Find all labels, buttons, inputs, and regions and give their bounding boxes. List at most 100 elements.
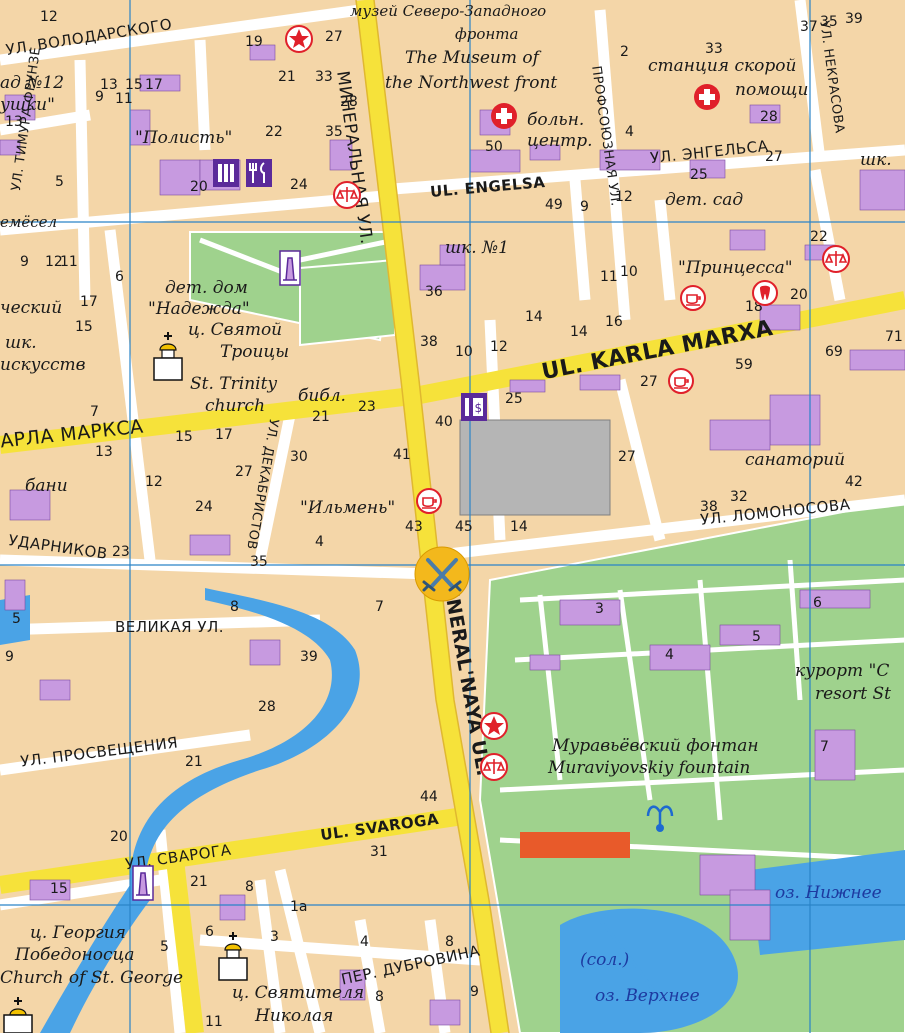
- house-number: 8: [375, 989, 384, 1005]
- house-number: 21: [312, 409, 330, 425]
- house-number: 15: [175, 429, 193, 445]
- house-number: 37: [800, 19, 818, 35]
- house-number: 28: [258, 699, 276, 715]
- house-number: 21: [278, 69, 296, 85]
- museum-label-en-2: the Northwest front: [385, 73, 558, 93]
- first-aid-icon-ambulance[interactable]: [693, 83, 721, 111]
- george-church-label-1: ц. Георгия: [30, 923, 126, 943]
- court-scales-icon-3[interactable]: [480, 753, 508, 781]
- house-number: 45: [455, 519, 473, 535]
- church-icon[interactable]: [150, 330, 186, 382]
- george-church-label-2: Победоносца: [15, 945, 135, 965]
- house-number: 11: [600, 269, 618, 285]
- house-number: 24: [195, 499, 213, 515]
- trinity-label-ru-1: ц. Святой: [188, 320, 283, 340]
- house-number: 13: [95, 444, 113, 460]
- fountain-icon[interactable]: [642, 798, 678, 834]
- lake-lower-label: оз. Нижнее: [775, 883, 882, 903]
- hotel-building-icon[interactable]: [212, 158, 240, 188]
- house-number: 16: [605, 314, 623, 330]
- house-number: 40: [435, 414, 453, 430]
- church-icon-3[interactable]: [0, 995, 36, 1033]
- house-number: 11: [205, 1014, 223, 1030]
- house-number: 39: [300, 649, 318, 665]
- house-number: 15: [50, 881, 68, 897]
- house-number: 15: [75, 319, 93, 335]
- bank-icon[interactable]: $: [460, 392, 488, 422]
- red-building: [520, 832, 630, 858]
- sanatorium-label: санаторий: [745, 450, 846, 470]
- house-number: 23: [112, 544, 130, 560]
- house-number: 35: [820, 14, 838, 30]
- house-number: 25: [505, 391, 523, 407]
- house-number: 6: [115, 269, 124, 285]
- house-number: 69: [825, 344, 843, 360]
- house-number: 31: [370, 844, 388, 860]
- school-label-right: шк.: [860, 150, 892, 170]
- house-number: 13: [100, 77, 118, 93]
- house-number: 4: [315, 534, 324, 550]
- house-number: 32: [730, 489, 748, 505]
- museum-star-icon-2[interactable]: [480, 712, 508, 740]
- house-number: 9: [20, 254, 29, 270]
- house-number: 59: [735, 357, 753, 373]
- ambulance-label-2: помощи: [735, 80, 809, 100]
- trinity-label-en-1: St. Trinity: [190, 374, 278, 394]
- ambulance-label-1: станция скорой: [648, 56, 797, 76]
- art-school-label-1: шк.: [5, 333, 37, 353]
- house-number: 35: [250, 554, 268, 570]
- house-number: 22: [810, 229, 828, 245]
- house-number: 22: [265, 124, 283, 140]
- art-school-label-2: искусств: [0, 355, 86, 375]
- house-number: 39: [845, 11, 863, 27]
- house-number: 41: [393, 447, 411, 463]
- fountain-label-ru: Муравьёвский фонтан: [552, 736, 759, 756]
- house-number: 7: [820, 739, 829, 755]
- court-scales-icon[interactable]: [333, 181, 361, 209]
- house-number: 27: [325, 29, 343, 45]
- museum-star-icon[interactable]: [285, 25, 313, 53]
- house-number: 33: [315, 69, 333, 85]
- trinity-label-ru-2: Троицы: [220, 342, 290, 362]
- house-number: 11: [115, 91, 133, 107]
- dentist-tooth-icon[interactable]: [752, 280, 778, 306]
- house-number: 27: [235, 464, 253, 480]
- house-number: 20: [190, 179, 208, 195]
- house-number: 28: [760, 109, 778, 125]
- house-number: 17: [215, 427, 233, 443]
- house-number: 19: [245, 34, 263, 50]
- cafe-cup-icon[interactable]: [680, 285, 706, 311]
- gray-block: [459, 419, 611, 516]
- house-number: 9: [470, 984, 479, 1000]
- house-number: 15: [125, 77, 143, 93]
- court-scales-icon-2[interactable]: [822, 245, 850, 273]
- first-aid-icon[interactable]: [490, 102, 518, 130]
- house-number: 5: [12, 611, 21, 627]
- cafe-cup-icon-2[interactable]: [668, 368, 694, 394]
- house-number: 14: [570, 324, 588, 340]
- restaurant-icon[interactable]: [245, 158, 273, 188]
- monument-icon-2[interactable]: [131, 865, 155, 901]
- church-icon-2[interactable]: [215, 930, 251, 982]
- kindergarten-12-label-2: ушки": [0, 95, 55, 115]
- water: [0, 588, 905, 1033]
- house-number: 7: [375, 599, 384, 615]
- house-number: 13: [5, 114, 23, 130]
- house-number: 11: [60, 254, 78, 270]
- monument-icon[interactable]: [278, 250, 302, 286]
- nikolay-church-label-2: Николая: [255, 1006, 334, 1026]
- house-number: 2: [620, 44, 629, 60]
- svg-text:$: $: [475, 401, 483, 415]
- cafe-cup-icon-3[interactable]: [416, 488, 442, 514]
- salt-lake-label: (сол.): [580, 950, 630, 970]
- house-number: 17: [80, 294, 98, 310]
- nikolay-church-label-1: ц. Святителя: [232, 983, 365, 1003]
- house-number: 8: [245, 879, 254, 895]
- house-number: 5: [160, 939, 169, 955]
- crossed-swords-icon[interactable]: [400, 546, 484, 602]
- museum-label-ru-1: музей Северо-Западного: [350, 2, 547, 20]
- house-number: 30: [290, 449, 308, 465]
- polist-label: "Полисть": [135, 128, 233, 148]
